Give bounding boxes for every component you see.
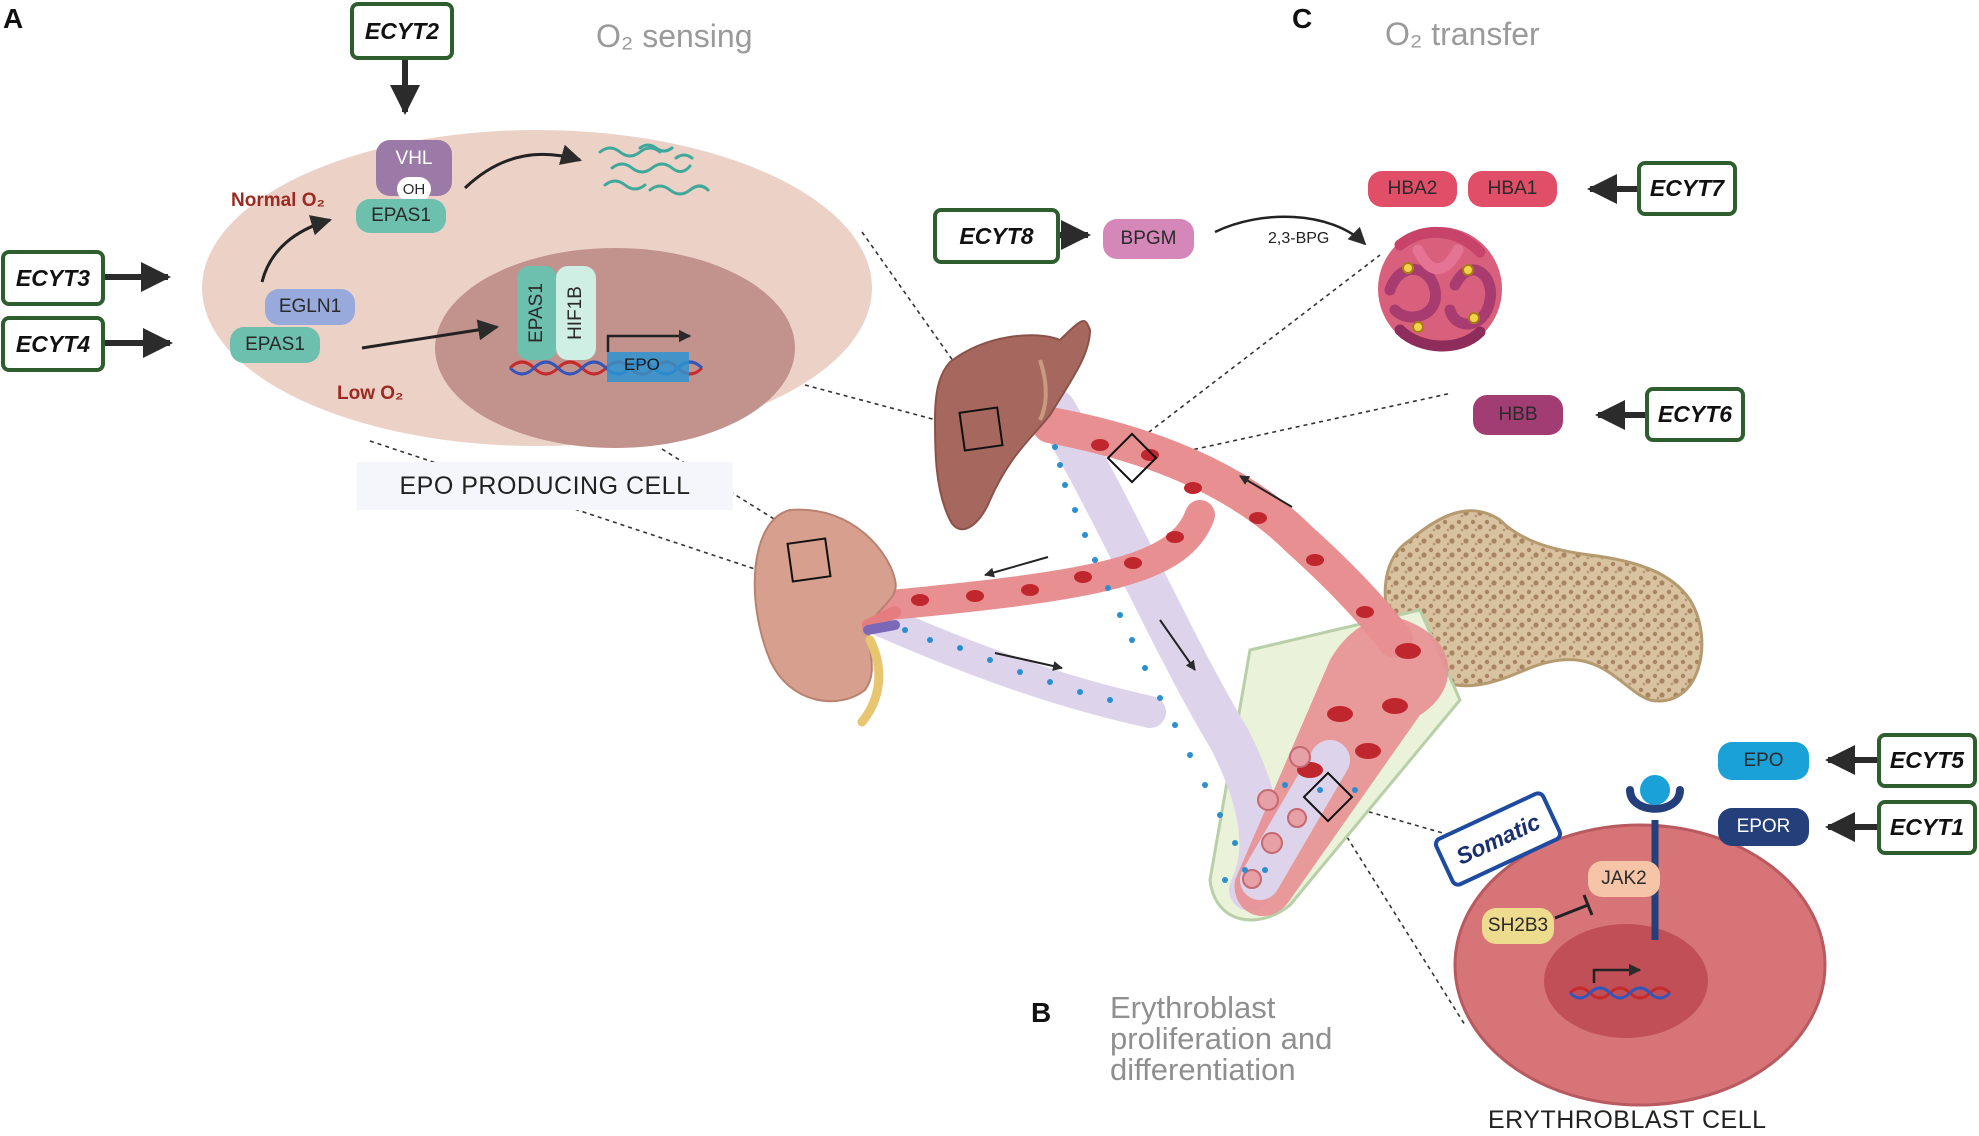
epo-gene-label: EPO: [624, 355, 660, 374]
epas1-protein-low: EPAS1: [230, 327, 320, 363]
epo-dots: [902, 444, 1358, 883]
erythroblast-title: Erythroblast proliferation and different…: [1110, 992, 1332, 1085]
panel-letter-a: A: [3, 3, 24, 34]
epor-pill: EPOR: [1718, 808, 1809, 846]
ecyt2-box: ECYT2: [350, 2, 454, 60]
degradation-arrow: [463, 144, 583, 190]
cell-nucleus: [435, 248, 795, 448]
erythroblast-cell: [1453, 823, 1827, 1107]
marrow-erythroblasts: [1242, 746, 1311, 889]
nucleus-hif1b: HIF1B: [556, 266, 596, 360]
egln1-protein: EGLN1: [265, 289, 355, 325]
hbb-pill: HBB: [1473, 395, 1563, 435]
o2-sensing-title: O₂ sensing: [596, 18, 753, 54]
low-o2-label: Low O₂: [337, 383, 404, 404]
hemoglobin-icon: [1378, 226, 1502, 352]
nucleus-hif1b-label: HIF1B: [565, 286, 587, 340]
sh2b3-pill: SH2B3: [1482, 908, 1554, 944]
epo-receptor-icon: [1626, 775, 1684, 940]
normal-o2-label: Normal O₂: [231, 190, 325, 211]
degraded-protein-icon: [598, 143, 710, 196]
hba1-pill: HBA1: [1468, 171, 1557, 207]
panel-letter-c: C: [1292, 3, 1313, 34]
rbc-group: [911, 439, 1421, 778]
erythroblast-title-line3: differentiation: [1110, 1052, 1296, 1087]
transcription-arrow-icon: [606, 329, 692, 352]
liver-icon: [933, 320, 1092, 531]
epo-pill: EPO: [1718, 742, 1809, 780]
epo-gene-box: [607, 352, 689, 382]
ecyt8-box: ECYT8: [933, 208, 1060, 264]
epo-producing-cell-caption: EPO PRODUCING CELL: [357, 462, 733, 510]
bpgm-pill: BPGM: [1103, 219, 1194, 259]
erythroblast-cell-caption: ERYTHROBLAST CELL: [1488, 1106, 1767, 1134]
erythroblast-title-line1: Erythroblast: [1110, 990, 1276, 1025]
normal-o2-arrow: [260, 215, 333, 283]
nucleus-epas1-label: EPAS1: [526, 283, 548, 343]
nucleus-epas1: EPAS1: [517, 266, 557, 360]
flow-arrows: [984, 475, 1293, 671]
oh-group: OH: [397, 177, 431, 201]
bpg-label: 2,3-BPG: [1268, 230, 1330, 247]
zoom-squares: [786, 406, 1354, 823]
transcription-arrow-icon: [1592, 963, 1642, 983]
ecyt5-box: ECYT5: [1877, 733, 1977, 788]
epas1-protein-normal: EPAS1: [356, 199, 446, 233]
panel-letter-b: B: [1031, 997, 1052, 1028]
inhibition-symbol: [1554, 894, 1594, 920]
bpg-arrow: [1214, 215, 1367, 246]
o2-transfer-title: O₂ transfer: [1385, 16, 1540, 52]
jak2-pill: JAK2: [1588, 861, 1660, 897]
low-o2-arrow: [361, 319, 500, 350]
ecyt4-box: ECYT4: [1, 316, 105, 372]
ecyt1-box: ECYT1: [1877, 800, 1977, 855]
hba2-pill: HBA2: [1368, 171, 1457, 207]
erythroblast-title-line2: proliferation and: [1110, 1021, 1333, 1056]
ecyt3-box: ECYT3: [1, 250, 105, 306]
ecyt6-box: ECYT6: [1645, 387, 1745, 442]
ecyt7-box: ECYT7: [1637, 161, 1737, 216]
